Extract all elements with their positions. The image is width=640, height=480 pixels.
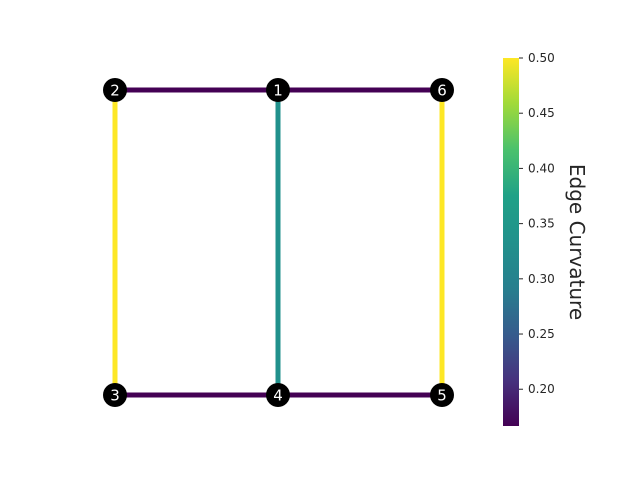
node-circle	[266, 78, 290, 102]
node-3: 3	[103, 383, 127, 407]
node-circle	[103, 383, 127, 407]
node-2: 2	[103, 78, 127, 102]
edges-layer	[112, 87, 445, 398]
node-circle	[430, 78, 454, 102]
node-label: 6	[437, 82, 447, 100]
nodes-layer: 1 2 3 4 5 6	[103, 78, 454, 407]
node-label: 3	[110, 387, 120, 405]
colorbar-tick-label: 0.25	[528, 327, 555, 341]
node-circle	[103, 78, 127, 102]
colorbar-title: Edge Curvature	[565, 164, 589, 320]
node-6: 6	[430, 78, 454, 102]
colorbar-tick-label: 0.20	[528, 382, 555, 396]
colorbar: 0.20 0.25 0.30 0.35 0.40 0.45 0.50 Edge Curvat…	[503, 51, 589, 426]
colorbar-tick-label: 0.30	[528, 272, 555, 286]
node-circle	[266, 383, 290, 407]
colorbar-tick-label: 0.50	[528, 51, 555, 65]
colorbar-ticks: 0.20 0.25 0.30 0.35 0.40 0.45 0.50	[519, 51, 555, 396]
node-4: 4	[266, 383, 290, 407]
node-label: 2	[110, 82, 120, 100]
colorbar-tick-label: 0.45	[528, 106, 555, 120]
node-circle	[430, 383, 454, 407]
node-label: 5	[437, 387, 447, 405]
colorbar-tick-label: 0.40	[528, 161, 555, 175]
colorbar-tick-label: 0.35	[528, 217, 555, 231]
node-5: 5	[430, 383, 454, 407]
node-label: 4	[273, 387, 283, 405]
node-label: 1	[273, 82, 283, 100]
colorbar-gradient	[503, 58, 519, 426]
node-1: 1	[266, 78, 290, 102]
